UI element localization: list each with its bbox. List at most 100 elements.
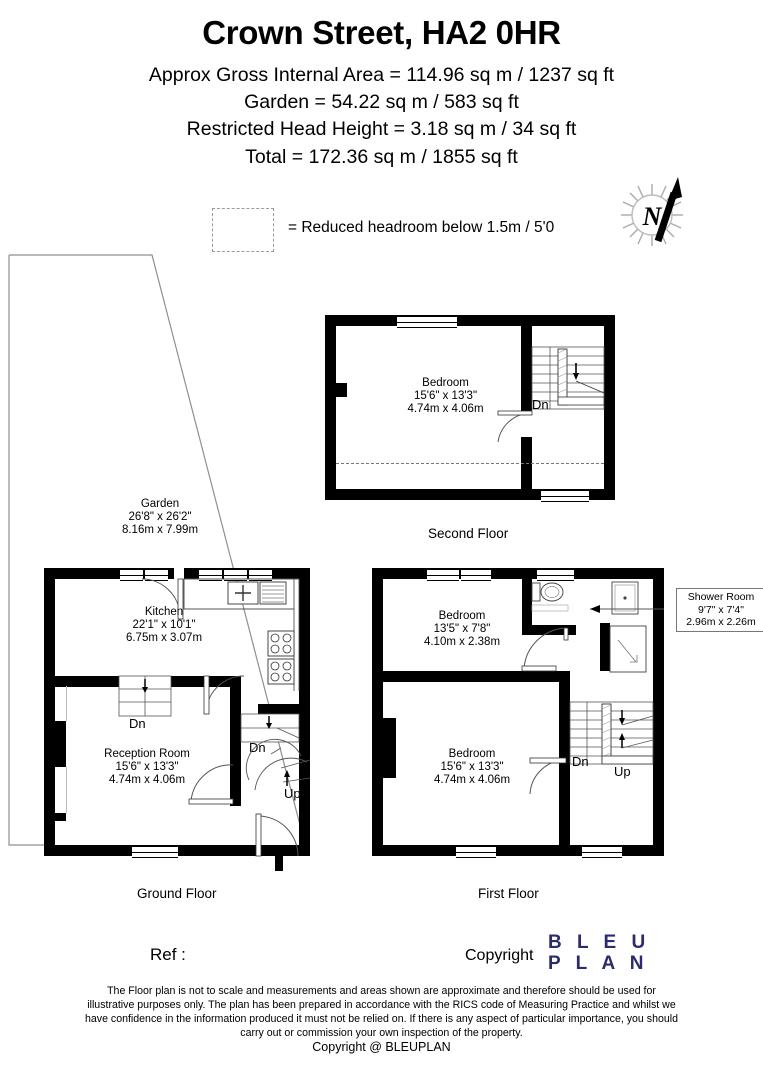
wall-wc-right — [522, 625, 576, 635]
door-front-entrance — [255, 813, 302, 857]
compass-north-label: N — [642, 202, 663, 231]
wall-internal-horizontal — [372, 671, 570, 682]
wc-fixtures — [531, 579, 576, 627]
ground-floor-plan: Dn Dn Up — [44, 568, 311, 858]
door-bedroom — [490, 410, 534, 445]
wall-shower-left — [600, 623, 610, 671]
wall-top — [325, 315, 615, 326]
wall-top-right — [184, 568, 310, 579]
window-kitchen-rear-a — [120, 568, 143, 581]
room-name: Bedroom — [422, 377, 469, 389]
door-wc — [520, 627, 569, 672]
garden-imperial: 26'8" x 26'2" — [128, 511, 192, 523]
wall-stairhall — [521, 315, 532, 412]
room-label-bedroom: Bedroom 15'6" x 13'3" 4.74m x 4.06m — [373, 377, 518, 416]
room-name: Bedroom — [448, 748, 496, 760]
legend-label: = Reduced headroom below 1.5m / 5'0 — [288, 219, 555, 236]
room-imperial: 22'1" x 10'1" — [132, 619, 196, 631]
first-floor-plan: Dn Up Bedroom 13'5" x 7'8" 4.10m x 2.38m… — [372, 568, 664, 858]
window-rear-b — [461, 568, 491, 581]
wall-right — [604, 315, 615, 500]
window-rear-a — [427, 568, 459, 581]
wall-left-alcove — [372, 718, 396, 778]
window-bay-upper — [55, 686, 67, 721]
stair-label-dn: Dn — [572, 754, 589, 769]
staircase-down — [531, 346, 605, 410]
wall-wc-left — [522, 579, 532, 629]
door-bedroom-front — [524, 757, 568, 796]
area-line-restricted: Restricted Head Height = 3.18 sq m / 34 … — [186, 118, 577, 140]
staircase-cellar-dn — [118, 675, 172, 717]
stair-label-hall-dn: Dn — [249, 740, 266, 755]
room-metric: 4.74m x 4.06m — [108, 774, 186, 786]
window-front-reception — [132, 845, 178, 858]
door-hall-reception — [203, 675, 246, 716]
callout-name: Shower Room — [687, 591, 755, 603]
room-imperial: 13'5" x 7'8" — [433, 623, 491, 635]
shower-room-leader — [572, 604, 664, 614]
logo-line-1: B L E U — [548, 932, 651, 953]
ground-floor-label: Ground Floor — [137, 886, 217, 901]
disclaimer-line-1: The Floor plan is not to scale and measu… — [107, 985, 656, 997]
wall-top — [372, 568, 664, 579]
garden-label: Garden 26'8" x 26'2" 8.16m x 7.99m — [85, 498, 235, 537]
window-bottom — [541, 489, 589, 502]
room-label-kitchen: Kitchen 22'1" x 10'1" 6.75m x 3.07m — [94, 606, 234, 645]
door-kitchen-rear — [140, 578, 184, 620]
wall-hall-right — [258, 704, 310, 714]
garden-metric: 8.16m x 7.99m — [121, 524, 199, 536]
shower-tray-fixture — [609, 625, 648, 674]
reduced-headroom-line — [336, 463, 604, 464]
staircase-first-floor — [569, 701, 654, 765]
window-front-b — [582, 845, 622, 858]
room-label-bedroom-rear: Bedroom 13'5" x 7'8" 4.10m x 2.38m — [392, 610, 532, 649]
room-label-bedroom-front: Bedroom 15'6" x 13'3" 4.74m x 4.06m — [402, 748, 542, 787]
page-title: Crown Street, HA2 0HR — [202, 14, 561, 51]
disclaimer-line-2: illustrative purposes only. The plan has… — [87, 999, 676, 1011]
kitchen-counter — [183, 578, 300, 691]
window-top — [397, 315, 457, 328]
stair-label-dn: Dn — [532, 397, 549, 412]
wall-internal-hall — [230, 676, 241, 806]
second-floor-plan: Dn Bedroom 15'6" x 13'3" 4.74m x 4.06m — [325, 315, 615, 502]
room-metric: 4.10m x 2.38m — [423, 636, 501, 648]
window-front-a — [456, 845, 496, 858]
room-metric: 4.74m x 4.06m — [407, 403, 484, 415]
entrance-arrow-icon — [268, 845, 290, 871]
bleuplan-logo: B L E U P L A N — [548, 932, 650, 974]
room-name: Bedroom — [438, 610, 486, 622]
compass-rose-icon: N — [612, 165, 692, 260]
room-label-reception: Reception Room 15'6" x 13'3" 4.74m x 4.0… — [72, 748, 222, 787]
wall-right — [653, 568, 664, 856]
copyright-label: Copyright — [465, 947, 534, 964]
wall-left-bay-bottom — [44, 813, 66, 821]
window-wc — [537, 568, 574, 581]
disclaimer-line-4: carry out or commission your own inspect… — [240, 1027, 523, 1039]
logo-line-2: P L A N — [548, 953, 649, 974]
hob-upper — [267, 630, 295, 657]
area-line-total: Total = 172.36 sq m / 1855 sq ft — [245, 146, 518, 168]
wall-left — [44, 568, 55, 856]
stair-label-cellar-dn: Dn — [129, 716, 146, 731]
area-line-garden: Garden = 54.22 sq m / 583 sq ft — [244, 91, 519, 113]
garden-name: Garden — [140, 498, 180, 510]
room-imperial: 15'6" x 13'3" — [115, 761, 179, 773]
wall-top-left — [44, 568, 174, 579]
second-floor-label: Second Floor — [428, 526, 509, 541]
window-kitchen-side-b — [224, 568, 247, 581]
hob-lower — [267, 658, 295, 685]
reduced-headroom-swatch — [212, 208, 274, 252]
window-bay-lower — [55, 767, 67, 813]
callout-metric: 2.96m x 2.26m — [686, 616, 756, 628]
wall-stairhall-lower — [521, 437, 532, 500]
staircase-hall-dn — [240, 713, 300, 743]
room-name: Reception Room — [104, 748, 190, 760]
stair-label-up: Up — [284, 786, 301, 801]
stair-label-up: Up — [614, 764, 631, 779]
window-kitchen-rear-b — [145, 568, 168, 581]
room-name: Kitchen — [144, 606, 184, 618]
wall-bottom — [325, 489, 615, 500]
callout-imperial: 9'7" x 7'4" — [698, 603, 744, 616]
room-metric: 4.74m x 4.06m — [433, 774, 511, 786]
wall-left-bay-mid — [44, 721, 66, 767]
